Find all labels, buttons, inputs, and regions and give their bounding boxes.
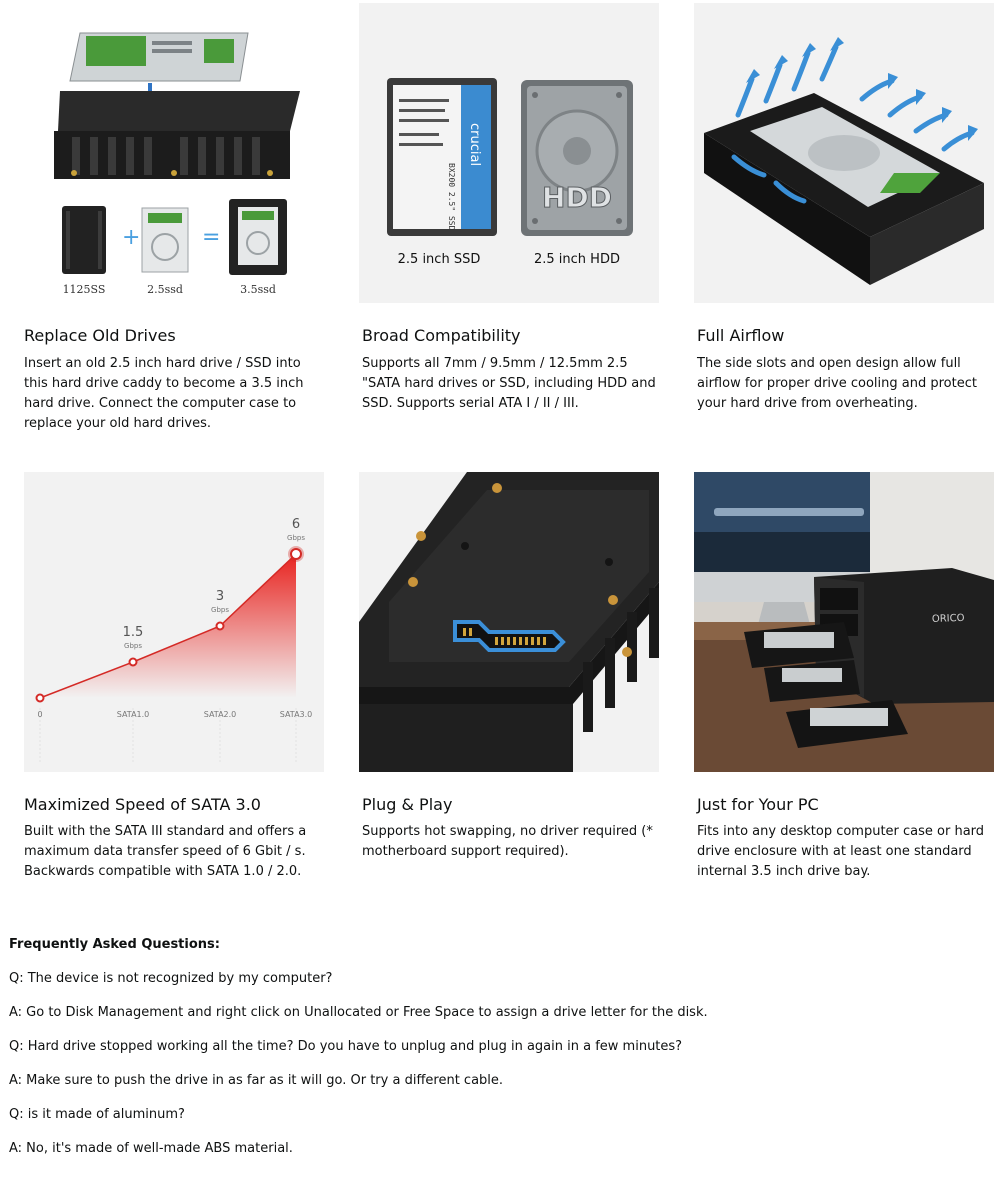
feature-desc-speed: Built with the SATA III standard and off… <box>24 824 307 879</box>
feature-title-plug-play: Plug & Play <box>362 795 453 814</box>
data-point <box>215 621 225 631</box>
svg-text:BX200 2.5" SSD: BX200 2.5" SSD <box>447 163 456 231</box>
tick-label: SATA2.0 <box>204 710 237 719</box>
sata-connector-graphic <box>453 620 566 652</box>
data-label: 3 <box>216 589 224 604</box>
data-point <box>290 548 302 560</box>
data-unit-label: Gbps <box>287 534 305 542</box>
tick-label: SATA1.0 <box>117 710 150 719</box>
caddy-small-graphic <box>62 206 106 274</box>
airflow-image <box>694 3 994 303</box>
faq-question: Q: Hard drive stopped working all the ti… <box>9 1039 683 1054</box>
replace-drives-image: + = 1125SS 2.5ssd 3.5ssd <box>24 3 324 303</box>
label-2-5ssd: 2.5ssd <box>147 283 183 296</box>
drive-trays-graphic <box>744 622 908 748</box>
hdd-graphic: HDD <box>521 80 633 236</box>
feature-title-compatibility: Broad Compatibility <box>362 326 521 345</box>
hard-drive-graphic <box>69 32 249 82</box>
data-point <box>128 657 138 667</box>
speed-line <box>39 553 297 699</box>
label-1125ss: 1125SS <box>63 283 106 296</box>
tick-label: 0 <box>37 710 42 719</box>
data-label: 1.5 <box>123 625 144 640</box>
tick-label: SATA3.0 <box>280 710 313 719</box>
equals-symbol: = <box>202 225 220 250</box>
feature-desc-pc: Fits into any desktop computer case or h… <box>697 824 985 879</box>
compatibility-image: crucial BX200 2.5" SSD HDD 2.5 inch SSD … <box>359 3 659 303</box>
feature-desc-compatibility: Supports all 7mm / 9.5mm / 12.5mm 2.5 "S… <box>362 356 656 411</box>
feature-title-speed: Maximized Speed of SATA 3.0 <box>24 795 261 814</box>
faq-answer: A: Go to Disk Management and right click… <box>9 1005 708 1020</box>
faq-question: Q: The device is not recognized by my co… <box>9 971 333 986</box>
pc-setup-image: ORICO <box>694 472 994 772</box>
label-3-5ssd: 3.5ssd <box>240 283 276 296</box>
plus-symbol: + <box>122 225 140 250</box>
data-unit-label: Gbps <box>124 642 142 650</box>
data-label: 6 <box>292 517 300 532</box>
hdd-label: 2.5 inch HDD <box>534 252 620 267</box>
faq-answer: A: No, it's made of well-made ABS materi… <box>9 1141 293 1156</box>
feature-title-airflow: Full Airflow <box>697 326 785 345</box>
caddy-with-ssd-graphic <box>229 199 287 275</box>
caddy-closeup-graphic <box>359 472 659 772</box>
data-point <box>35 693 45 703</box>
feature-desc-airflow: The side slots and open design allow ful… <box>697 356 977 411</box>
caddy-graphic <box>704 93 984 285</box>
ssd-small-graphic <box>141 207 189 273</box>
caddy-graphic <box>54 91 300 179</box>
ssd-graphic: crucial BX200 2.5" SSD <box>387 78 497 236</box>
svg-text:HDD: HDD <box>542 181 612 214</box>
feature-desc-replace-drives: Insert an old 2.5 inch hard drive / SSD … <box>24 356 304 431</box>
faq-question: Q: is it made of aluminum? <box>9 1107 185 1122</box>
svg-text:ORICO: ORICO <box>932 613 965 625</box>
ssd-label: 2.5 inch SSD <box>398 252 481 267</box>
plug-play-image <box>359 472 659 772</box>
svg-text:crucial: crucial <box>467 123 482 166</box>
feature-title-pc: Just for Your PC <box>697 795 819 814</box>
feature-title-replace-drives: Replace Old Drives <box>24 326 176 345</box>
faq-answer: A: Make sure to push the drive in as far… <box>9 1073 504 1088</box>
data-unit-label: Gbps <box>211 606 229 614</box>
faq-heading: Frequently Asked Questions: <box>9 937 220 952</box>
speed-area <box>40 554 296 698</box>
feature-desc-plug-play: Supports hot swapping, no driver require… <box>362 824 653 859</box>
